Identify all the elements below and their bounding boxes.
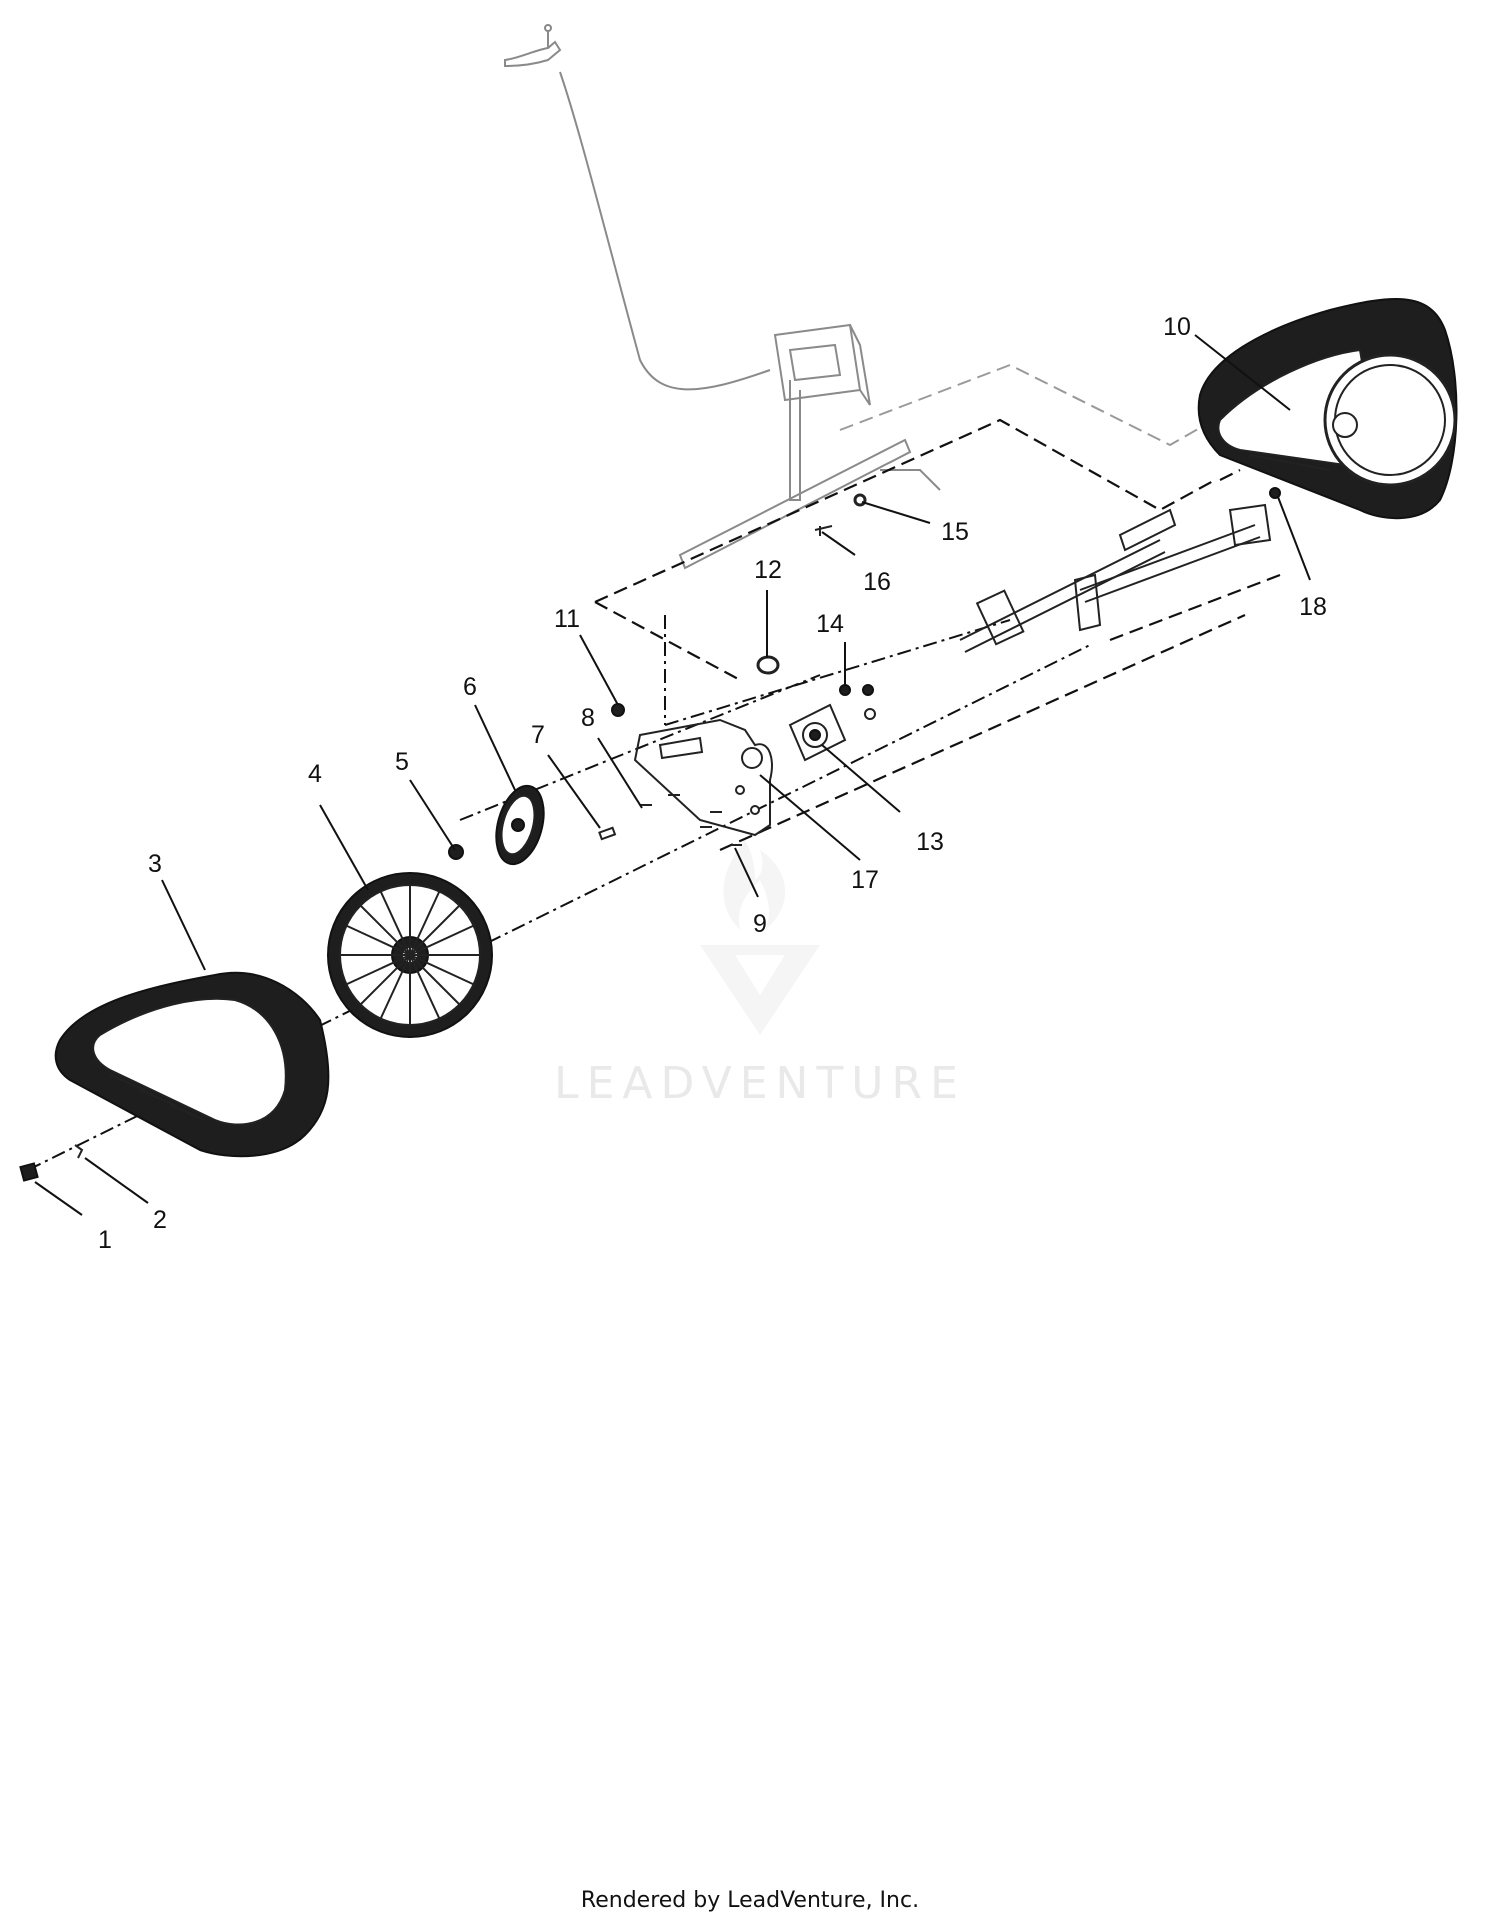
callout-16: 16	[863, 568, 891, 596]
callout-11: 11	[554, 605, 580, 633]
callout-18: 18	[1299, 593, 1327, 621]
wheel	[327, 872, 493, 1038]
drive-shaft	[959, 503, 1272, 653]
watermark-logo	[700, 840, 820, 1035]
callout-17: 17	[851, 866, 879, 894]
callout-15: 15	[941, 518, 969, 546]
callout-1: 1	[98, 1226, 112, 1254]
callout-3: 3	[148, 850, 162, 878]
callout-12: 12	[754, 556, 782, 584]
right-track-assembly	[1197, 298, 1458, 520]
callout-5: 5	[395, 748, 409, 776]
pulley	[495, 784, 545, 866]
callout-6: 6	[463, 673, 477, 701]
callout-9: 9	[753, 910, 767, 938]
leader-lines	[34, 334, 1311, 1216]
callout-13: 13	[916, 828, 944, 856]
bearing-flange	[788, 703, 847, 762]
frame-bracket	[678, 323, 941, 570]
callout-8: 8	[581, 704, 595, 732]
callout-labels: 1 2 3 4 5 6 7 8 9 10 11 12 13 14 15 16 1…	[98, 313, 1327, 1254]
callout-7: 7	[531, 721, 545, 749]
watermark-text: LEADVENTURE	[554, 1058, 966, 1109]
left-track	[54, 971, 330, 1158]
callout-10: 10	[1163, 313, 1191, 341]
callout-4: 4	[308, 760, 322, 788]
footer-credit: Rendered by LeadVenture, Inc.	[580, 1888, 920, 1913]
callout-14: 14	[816, 610, 844, 638]
control-lever	[504, 24, 771, 391]
callout-2: 2	[153, 1206, 167, 1234]
mounting-plate	[633, 718, 773, 837]
